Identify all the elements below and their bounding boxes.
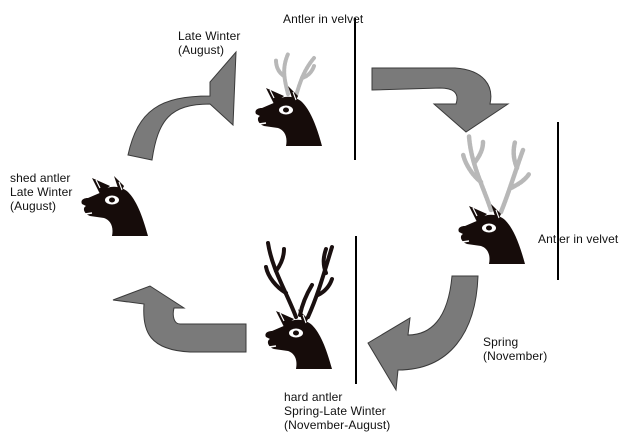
deer-head-velvet-small-icon [254,52,323,147]
label-late-winter-top: Late Winter (August) [178,29,240,57]
label-hard-antler: hard antler Spring-Late Winter (November… [284,390,390,432]
label-line: (November) [483,349,548,363]
label-line: hard antler [284,390,343,404]
label-spring: Spring (November) [483,335,547,363]
label-line: Spring [483,335,519,349]
curved-arrow-icon [371,67,510,133]
label-antler-in-velvet-right: Antler in velvet [538,232,618,246]
deer-head-shed-icon [80,175,149,237]
label-line: Antler in velvet [283,12,364,26]
label-line: Spring-Late Winter [284,404,386,418]
label-line: shed antler [10,171,71,185]
label-line: (November-August) [284,418,391,432]
deer-head-velvet-large-icon [457,133,532,265]
label-line: (August) [178,43,225,57]
label-line: (August) [10,199,57,213]
label-shed-antler: shed antler Late Winter (August) [10,171,72,213]
divider-lines [354,18,559,384]
curved-arrow-icon [112,285,247,353]
label-line: Late Winter [178,29,241,43]
label-line: Antler in velvet [538,232,619,246]
label-line: Late Winter [10,185,73,199]
cycle-arrows [112,50,510,392]
deer-head-hard-antler-icon [264,241,334,370]
curved-arrow-icon [127,50,237,161]
label-antler-in-velvet-top: Antler in velvet [283,12,363,26]
curved-arrow-icon [367,275,479,392]
